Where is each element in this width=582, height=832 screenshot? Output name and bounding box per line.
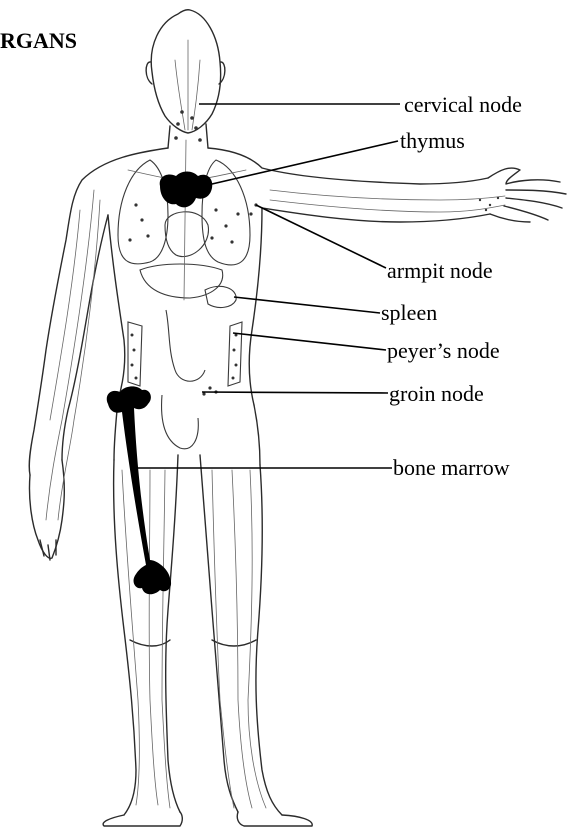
label-cervical-node: cervical node bbox=[404, 92, 522, 117]
label-peyers-node: peyer’s node bbox=[387, 338, 500, 363]
leader-lines bbox=[138, 104, 400, 468]
leader-thymus bbox=[186, 141, 398, 190]
leader-armpit-node bbox=[256, 205, 386, 268]
left-arm-outline bbox=[29, 148, 168, 475]
human-figure bbox=[29, 10, 566, 826]
vessel-left-arm-1 bbox=[46, 190, 94, 520]
right-leg-inner bbox=[200, 455, 238, 812]
label-armpit-node: armpit node bbox=[387, 258, 493, 283]
vessel-right-arm-2 bbox=[270, 200, 505, 212]
vessel-right-leg-2 bbox=[232, 470, 252, 808]
vessel-head-left bbox=[175, 60, 185, 130]
label-spleen: spleen bbox=[381, 300, 437, 325]
spleen-organ bbox=[205, 286, 236, 307]
labels: cervical node thymus armpit node spleen … bbox=[381, 92, 522, 480]
leader-peyers-node bbox=[233, 333, 386, 350]
torso-right bbox=[249, 208, 262, 405]
bladder bbox=[162, 395, 199, 449]
descending-colon bbox=[228, 322, 242, 386]
left-foot bbox=[103, 812, 182, 826]
ascending-colon bbox=[128, 322, 142, 386]
vessel-right-arm-1 bbox=[270, 190, 505, 200]
neck-right bbox=[206, 124, 208, 148]
left-knee bbox=[130, 640, 170, 646]
small-intestine bbox=[166, 310, 205, 381]
label-groin-node: groin node bbox=[389, 381, 484, 406]
right-leg-outer bbox=[256, 465, 282, 815]
left-leg-inner bbox=[166, 455, 180, 812]
neck-left bbox=[168, 126, 170, 148]
vessel-left-leg-2 bbox=[149, 470, 158, 805]
leader-groin-node bbox=[202, 392, 388, 393]
left-arm-inner bbox=[62, 215, 108, 460]
right-foot bbox=[237, 812, 312, 826]
label-thymus: thymus bbox=[400, 128, 465, 153]
right-knee bbox=[212, 640, 256, 646]
right-lung bbox=[202, 160, 250, 265]
vessel-head-right bbox=[192, 60, 200, 130]
lymph-vessels bbox=[46, 40, 505, 808]
vessel-right-leg-1 bbox=[212, 470, 234, 808]
right-arm-top bbox=[208, 148, 488, 184]
right-hand-outline bbox=[488, 168, 566, 222]
liver bbox=[140, 264, 223, 298]
left-lung bbox=[118, 160, 168, 264]
head-outline bbox=[151, 10, 220, 133]
right-hip bbox=[254, 405, 260, 465]
heading-text: RGANS bbox=[0, 28, 77, 53]
label-bone-marrow: bone marrow bbox=[393, 455, 510, 480]
thoracic-duct bbox=[184, 140, 186, 300]
torso-left bbox=[108, 215, 125, 400]
